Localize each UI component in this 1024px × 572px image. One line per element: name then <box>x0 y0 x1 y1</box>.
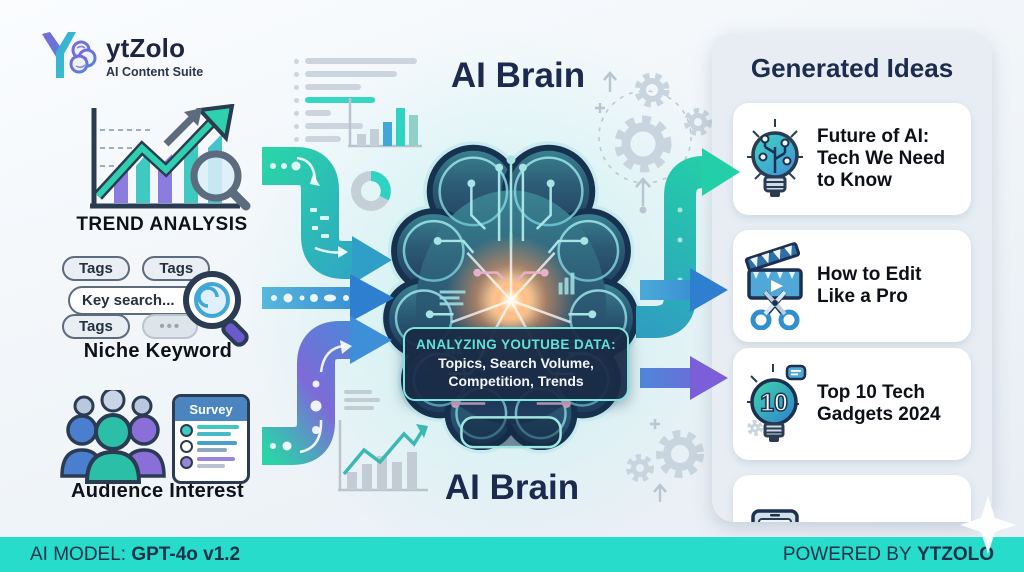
ai-model-value: GPT-4o v1.2 <box>131 543 241 565</box>
analysis-box: ANALYZING YOUTUBE DATA: Topics, Search V… <box>403 327 629 402</box>
powered-by-label: POWERED BY <box>782 543 912 565</box>
tag-pill[interactable]: Tags <box>62 256 130 281</box>
keyword-tags-row2: Tags ••• <box>62 314 199 339</box>
powered-by-text: POWERED BY YTZOLO <box>783 544 994 566</box>
check-circle-icon <box>180 440 193 453</box>
bar-chart-decor-icon <box>348 98 422 148</box>
generated-ideas-panel: Generated Ideas <box>712 33 992 522</box>
analysis-line2: Competition, Trends <box>448 373 584 390</box>
footer-bar: AI MODEL: GPT-4o v1.2 POWERED BY YTZOLO <box>0 537 1024 572</box>
logo-name: ytZolo <box>106 33 186 63</box>
analysis-line1: Topics, Search Volume, <box>438 355 594 371</box>
lightbulb-number-icon: 10 <box>743 360 807 448</box>
niche-keyword-label: Niche Keyword <box>83 340 233 362</box>
audience-interest-label: Audience Interest <box>71 480 244 502</box>
arrow-keyword-to-brain <box>262 274 394 322</box>
gears-decor-bottom-icon <box>626 419 704 502</box>
trend-chart-decor-icon <box>338 420 428 492</box>
ai-brain-graphic <box>382 141 640 454</box>
keyword-search-input[interactable]: Key search... <box>68 286 200 315</box>
analysis-heading: ANALYZING YOUTUBE DATA: <box>416 337 616 352</box>
powered-by-value: YTZOLO <box>916 543 994 565</box>
donut-chart-decor-icon <box>351 171 391 211</box>
app-logo: ytZolo AI Content Suite <box>36 28 203 84</box>
svg-text:10: 10 <box>760 389 788 417</box>
generated-ideas-title: Generated Ideas <box>750 53 954 83</box>
tag-pill[interactable]: Tags <box>62 314 130 339</box>
sparkle-icon <box>960 496 1016 554</box>
tablet-ai-icon <box>743 487 807 522</box>
survey-title: Survey <box>175 397 247 421</box>
logo-tagline: AI Content Suite <box>106 65 204 79</box>
ai-model-text: AI MODEL: GPT-4o v1.2 <box>30 544 240 566</box>
ytzolo-logo-icon <box>42 32 97 78</box>
idea-card-title: Future of AI: <box>817 520 929 522</box>
idea-card-title: Future of AI: Tech We Need to Know <box>817 125 946 192</box>
ai-model-label: AI MODEL: <box>30 543 127 565</box>
survey-card: Survey <box>172 394 250 484</box>
trend-analysis-label: TREND ANALYSIS <box>76 214 248 235</box>
idea-card-future-of-ai-2[interactable]: Future of AI: <box>733 475 971 522</box>
lightbulb-circuit-icon <box>743 115 807 203</box>
idea-card-title: Top 10 Tech Gadgets 2024 <box>817 381 941 425</box>
idea-card-how-to-edit[interactable]: How to Edit Like a Pro <box>733 230 971 342</box>
keyword-magnifier-icon <box>183 271 249 347</box>
clapperboard-scissors-icon <box>743 242 807 330</box>
mini-lines-decor <box>344 390 380 414</box>
more-tags-pill[interactable]: ••• <box>142 314 199 339</box>
idea-card-top-10[interactable]: 10 Top 10 Tech Gadgets 2024 <box>733 348 971 460</box>
trend-analysis-icon <box>90 104 251 211</box>
check-circle-icon <box>180 456 193 469</box>
audience-people-icon <box>60 390 166 484</box>
ai-brain-title-bottom: AI Brain <box>444 468 580 507</box>
check-circle-icon <box>180 424 193 437</box>
idea-card-title: How to Edit Like a Pro <box>817 263 922 307</box>
document-lines-decor <box>294 58 417 149</box>
ai-brain-title-top: AI Brain <box>450 56 586 95</box>
idea-card-future-of-ai[interactable]: Future of AI: Tech We Need to Know <box>733 103 971 215</box>
